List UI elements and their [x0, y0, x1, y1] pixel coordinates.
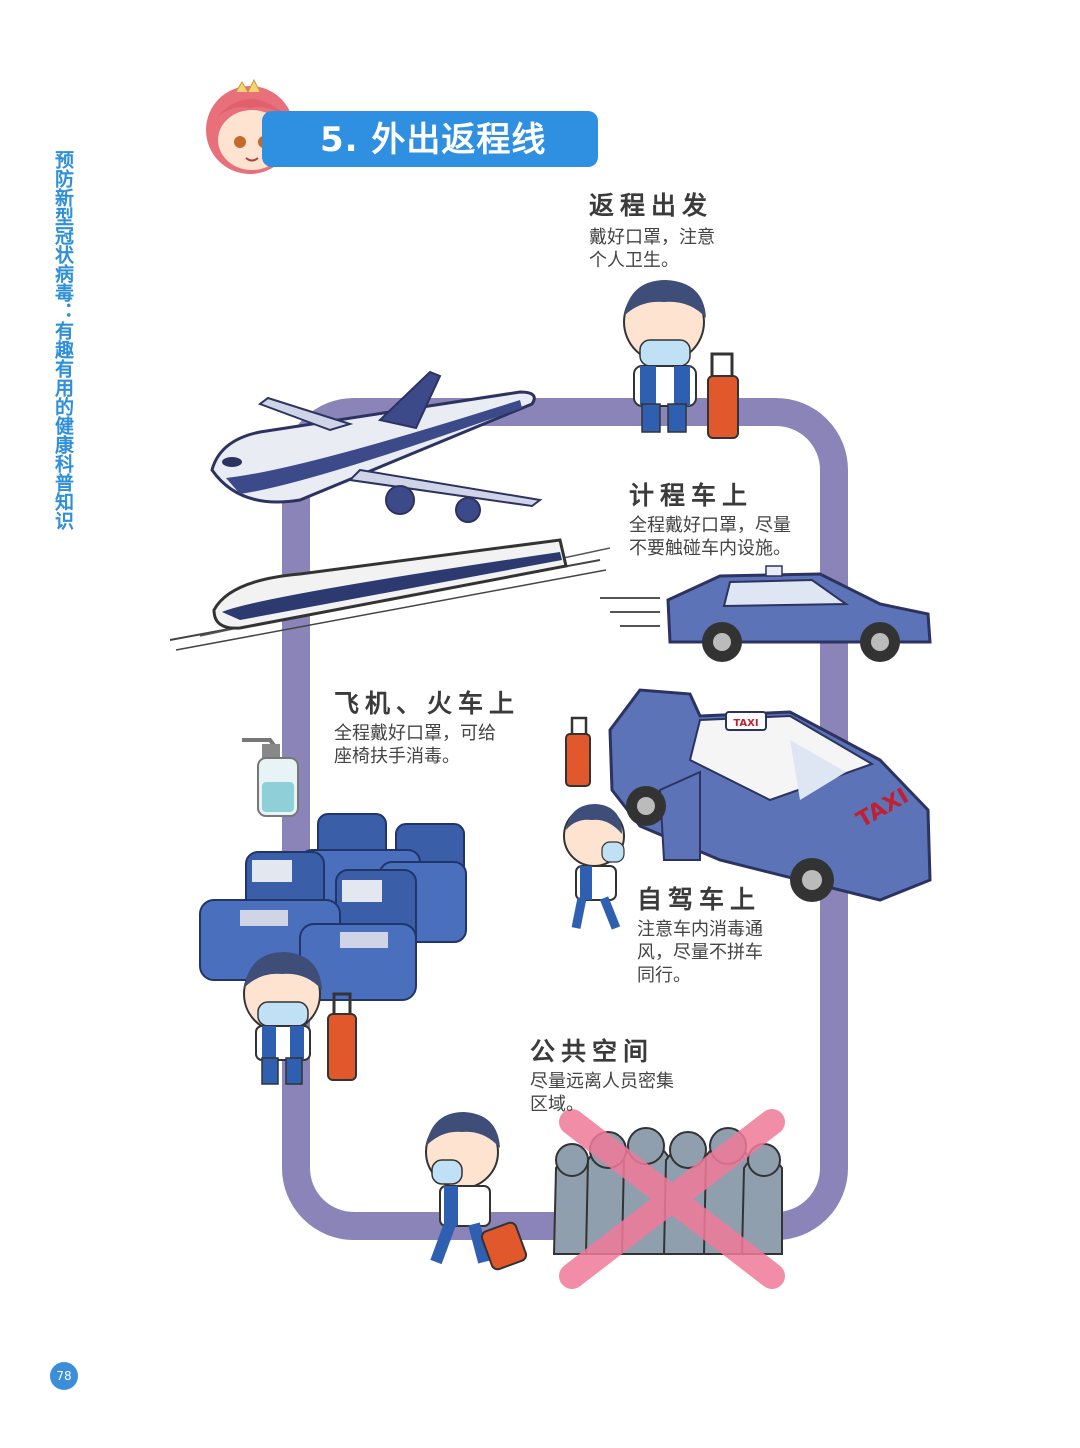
public-desc: 尽量远离人员密集 区域。 — [530, 1070, 674, 1116]
train-icon — [169, 538, 611, 651]
boy-walking-with-suitcase-icon — [425, 1112, 528, 1271]
plane-train-title: 飞机、火车上 — [334, 689, 521, 718]
self-drive-desc: 注意车内消毒通 风，尽量不拼车 同行。 — [637, 918, 763, 987]
open-taxi-icon: TAXI TAXI — [608, 688, 932, 902]
plane-train-desc-line2: 座椅扶手消毒。 — [334, 746, 460, 767]
self-drive-desc-line2: 风，尽量不拼车 — [637, 942, 763, 963]
self-drive-desc-line3: 同行。 — [637, 965, 691, 986]
public-desc-line1: 尽量远离人员密集 — [530, 1071, 674, 1092]
luggage-icon — [565, 716, 591, 787]
passenger-seats-icon — [199, 813, 467, 1001]
self-drive-desc-line1: 注意车内消毒通 — [637, 919, 763, 940]
taxi-sign-text: TAXI — [733, 718, 758, 729]
boy-walking-to-car-icon — [563, 804, 625, 930]
public-desc-line2: 区域。 — [530, 1094, 584, 1115]
banner-title: 5. 外出返程线 — [320, 120, 547, 160]
prohibited-cross-icon — [559, 1109, 785, 1289]
depart-desc-line1: 戴好口罩，注意 — [589, 227, 715, 248]
boy-with-luggage-icon — [243, 952, 357, 1085]
depart-desc: 戴好口罩，注意 个人卫生。 — [589, 226, 715, 272]
taxi-desc: 全程戴好口罩，尽量 不要触碰车内设施。 — [629, 514, 791, 560]
side-title: 预防新型冠状病毒：有趣有用的健康科普知识 — [52, 150, 74, 530]
plane-train-desc-line1: 全程戴好口罩，可给 — [334, 723, 496, 744]
taxi-title: 计程车上 — [629, 481, 754, 510]
section-banner — [262, 111, 598, 167]
plane-train-desc: 全程戴好口罩，可给 座椅扶手消毒。 — [334, 722, 496, 768]
self-drive-title: 自驾车上 — [637, 885, 762, 914]
public-title: 公共空间 — [530, 1037, 655, 1066]
taxi-desc-line2: 不要触碰车内设施。 — [629, 538, 791, 559]
depart-desc-line2: 个人卫生。 — [589, 250, 679, 271]
hand-sanitizer-icon — [242, 738, 299, 817]
taxi-car-icon — [600, 565, 932, 662]
taxi-desc-line1: 全程戴好口罩，尽量 — [629, 515, 791, 536]
boy-departing-icon — [623, 280, 739, 439]
depart-title: 返程出发 — [589, 191, 714, 220]
airplane-icon — [210, 370, 543, 523]
page-number: 78 — [50, 1362, 78, 1390]
